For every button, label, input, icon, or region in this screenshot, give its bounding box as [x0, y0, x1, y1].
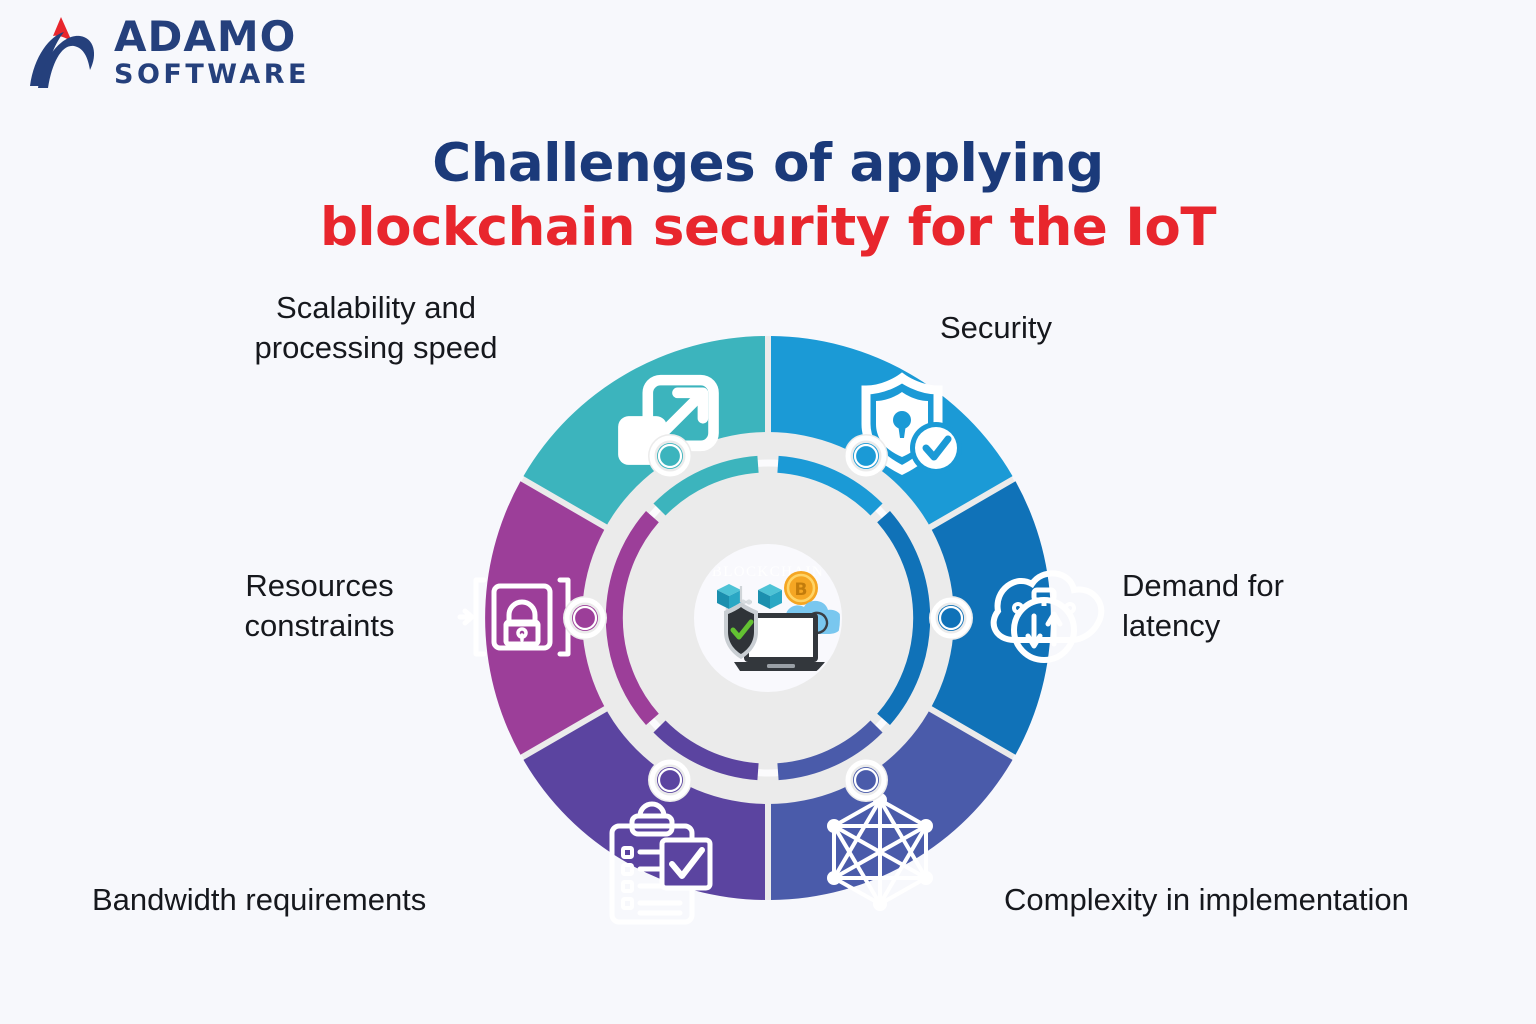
- connector-marker-security[interactable]: [844, 434, 888, 478]
- page-title: Challenges of applying blockchain securi…: [0, 132, 1536, 261]
- blockchain-cube-right-icon: [758, 584, 782, 609]
- connector-marker-bandwidth[interactable]: [648, 758, 692, 802]
- shield-check-icon: [724, 586, 758, 659]
- laptop-icon: [734, 613, 828, 671]
- brand-name-primary: ADAMO: [114, 12, 297, 61]
- connector-marker-scalability[interactable]: [648, 434, 692, 478]
- label-complexity: Complexity in implementation: [1004, 882, 1409, 917]
- expand-scale-icon: [618, 374, 719, 465]
- connector-marker-latency[interactable]: [929, 596, 973, 640]
- label-latency: Demand for latency: [1122, 568, 1284, 644]
- segment-resources[interactable]: [485, 481, 605, 755]
- mini-color-ring: [605, 455, 931, 781]
- mini-arc-security: [777, 455, 883, 516]
- shield-lock-check-icon: [861, 372, 962, 476]
- brand-name-secondary: SOFTWARE: [114, 59, 310, 90]
- label-bandwidth: Bandwidth requirements: [92, 882, 427, 917]
- mini-arc-complexity: [777, 720, 883, 781]
- connector-marker-resources[interactable]: [563, 596, 607, 640]
- mini-arc-resources: [605, 511, 659, 725]
- label-security: Security: [940, 310, 1052, 345]
- bitcoin-coin-icon: B: [784, 571, 818, 605]
- donut-svg: BLOCKCHAIN B: [457, 336, 1105, 925]
- connector-marker-complexity[interactable]: [844, 758, 888, 802]
- mini-arc-latency: [877, 511, 931, 725]
- mini-arc-bandwidth: [653, 720, 759, 781]
- segment-connector-markers: [563, 434, 973, 802]
- label-scalability: Scalability and processing speed: [254, 290, 498, 366]
- cloud-stopwatch-icon: [990, 570, 1105, 663]
- network-mesh-icon: [827, 793, 933, 911]
- title-line-2: blockchain security for the IoT: [319, 197, 1217, 259]
- title-line-1: Challenges of applying: [432, 132, 1104, 194]
- bitcoin-symbol: B: [795, 580, 808, 600]
- mini-arc-scalability: [653, 455, 759, 516]
- adamo-swoosh-logo-icon: [30, 17, 95, 88]
- clipboard-checklist-icon: [609, 801, 713, 925]
- challenges-donut-diagram: BLOCKCHAIN B: [418, 268, 1118, 968]
- center-blockchain-icon: BLOCKCHAIN B: [712, 564, 840, 671]
- brand-logo: ADAMO SOFTWARE: [28, 14, 310, 90]
- label-resources: Resources constraints: [244, 568, 395, 644]
